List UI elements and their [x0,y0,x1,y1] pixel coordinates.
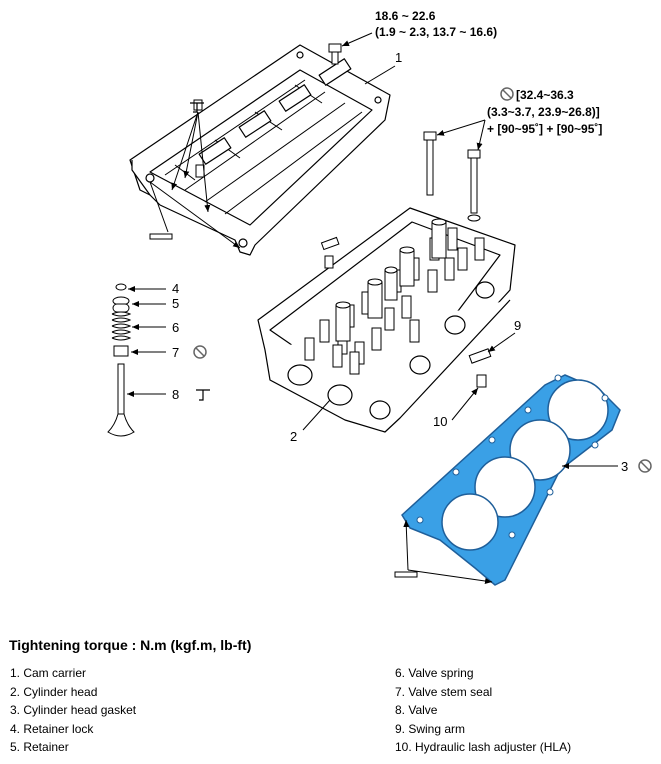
legend-item: 7. Valve stem seal [395,684,493,699]
callout-6: 6 [172,320,179,335]
dowel-pins [149,99,205,240]
exploded-view-diagram: 18.6 ~ 22.6 (1.9 ~ 2.3, 13.7 ~ 16.6) [32… [107,9,652,586]
no-reuse-icon [500,87,514,101]
cylinder-head-gasket [401,374,621,586]
callout-3: 3 [621,459,628,474]
head-lifter-columns [335,218,447,342]
legend-item: 4. Retainer lock [10,721,94,736]
head-bolt-torque-line1: [32.4~36.3 [516,88,574,102]
gasket-dowel-leader-a [403,519,410,571]
legend-item: 3. Cylinder head gasket [10,703,137,718]
cam-bolt-arrow [341,32,373,47]
legend-item: 6. Valve spring [395,666,474,680]
callout-4: 4 [172,281,179,296]
oil-icon [196,389,210,401]
head-bolt-torque-line3: + [90~95˚] + [90~95˚] [487,122,602,136]
leader-9 [487,332,516,353]
callout-2: 2 [290,429,297,444]
leader-10 [451,387,479,421]
oil-icon [190,102,204,113]
valve-leader-lines [127,286,166,397]
swing-arm-hla [468,348,492,388]
head-bolt-arrow-a [436,119,486,136]
dowel-leader-lines [149,111,241,249]
callout-5: 5 [172,296,179,311]
callout-10: 10 [433,414,447,429]
callout-9: 9 [514,318,521,333]
legend-item: 5. Retainer [10,740,69,755]
legend-left-column: 1. Cam carrier 2. Cylinder head 3. Cylin… [10,664,136,757]
legend-item: 8. Valve [395,703,438,718]
legend-item: 9. Swing arm [395,721,466,736]
leader-1 [364,65,396,85]
cam-carrier [129,44,391,256]
callout-8: 8 [172,387,179,402]
legend-item: 10. Hydraulic lash adjuster (HLA) [395,740,572,755]
tightening-torque-title: Tightening torque : N.m (kgf.m, lb-ft) [9,637,252,653]
legend-item: 2. Cylinder head [10,684,98,699]
cam-bolt-torque-line2: (1.9 ~ 2.3, 13.7 ~ 16.6) [375,25,497,39]
head-side-parts [320,236,340,269]
head-leader-2 [302,399,331,431]
no-reuse-icon [638,459,652,473]
head-bolt-torque-line2: (3.3~3.7, 23.9~26.8)] [487,105,600,119]
legend-item: 1. Cam carrier [10,666,87,680]
head-bolts [423,131,481,222]
gasket-dowel [394,571,418,578]
valve-stack [107,283,135,437]
no-reuse-icon [193,345,207,359]
callout-1: 1 [395,50,402,65]
callout-7: 7 [172,345,179,360]
gasket-dowel-leader-b [407,569,493,584]
legend-right-column: 6. Valve spring 7. Valve stem seal 8. Va… [395,664,571,757]
head-bolt-arrow-b [476,119,486,151]
cam-bolt-torque-line1: 18.6 ~ 22.6 [375,9,436,23]
cam-carrier-bolt [328,43,342,65]
